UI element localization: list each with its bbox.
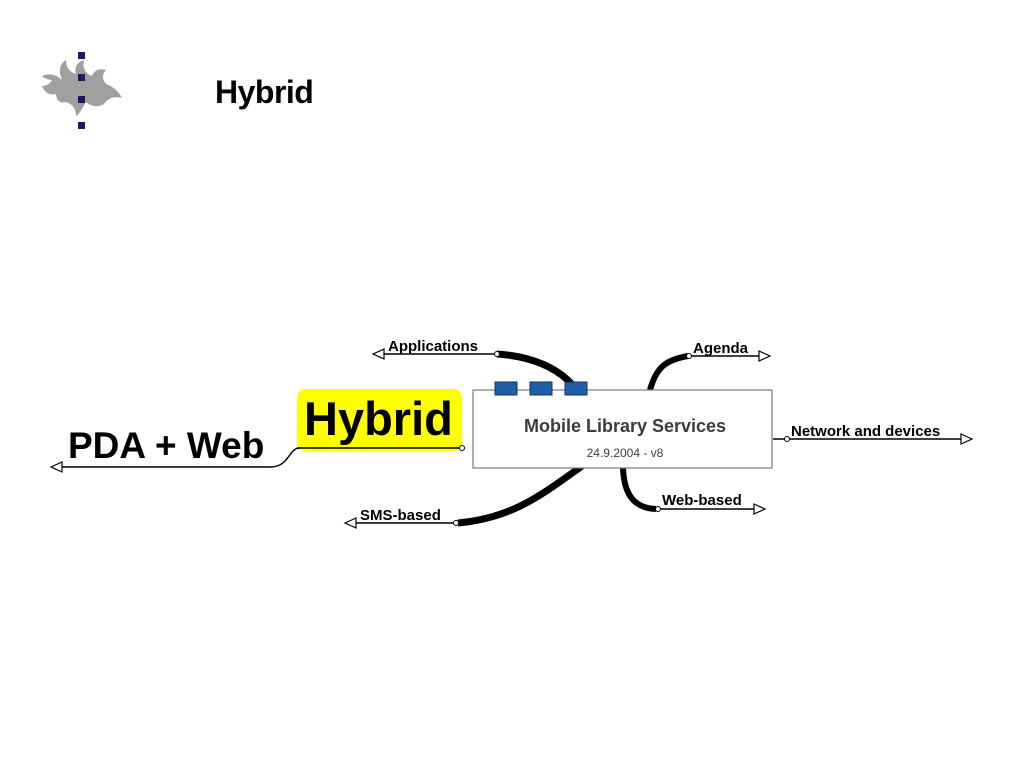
central-node-title: Mobile Library Services — [524, 416, 726, 436]
central-tab-2 — [529, 381, 553, 396]
flame-logo-icon — [42, 52, 122, 129]
branch-label-sms: SMS-based — [360, 507, 441, 524]
connector-agenda — [647, 353, 689, 391]
branch-label-agenda: Agenda — [693, 340, 749, 357]
branch-web[interactable]: Web-based — [655, 492, 767, 515]
central-node[interactable]: Mobile Library Services 24.9.2004 - v8 — [472, 381, 773, 469]
branch-network[interactable]: Network and devices — [773, 423, 974, 445]
branch-agenda[interactable]: Agenda — [686, 340, 772, 362]
branch-sms[interactable]: SMS-based — [343, 507, 459, 529]
slide-title: Hybrid — [215, 74, 314, 110]
central-tab-3 — [564, 381, 588, 396]
connector-web — [620, 467, 657, 512]
node-hybrid-label: Hybrid — [304, 392, 453, 445]
branch-applications[interactable]: Applications — [371, 338, 500, 360]
connector-sms — [457, 463, 585, 527]
node-hybrid[interactable]: Hybrid — [297, 389, 465, 451]
branch-label-network: Network and devices — [791, 423, 940, 440]
branch-label-applications: Applications — [388, 338, 478, 355]
branch-label-web: Web-based — [662, 492, 742, 509]
central-tab-1 — [494, 381, 518, 396]
node-pda-web-label: PDA + Web — [68, 425, 264, 466]
central-node-subtitle: 24.9.2004 - v8 — [587, 446, 664, 460]
node-pda-web[interactable]: PDA + Web — [49, 425, 301, 473]
